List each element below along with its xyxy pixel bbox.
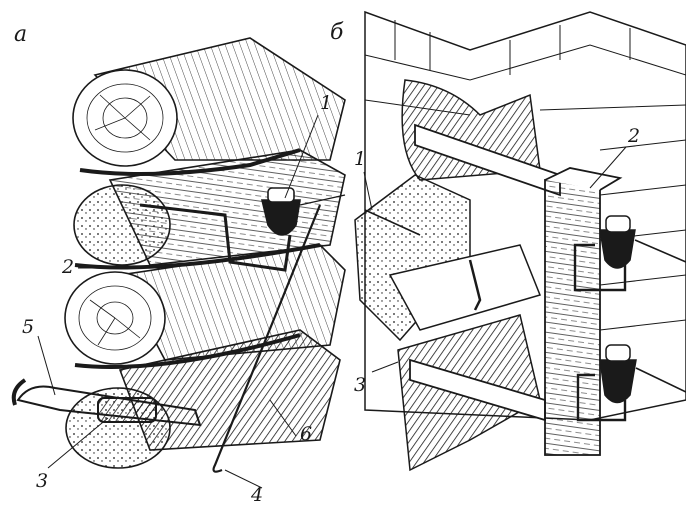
label-a-4: 4 <box>251 484 264 506</box>
insulator-icon <box>576 344 637 422</box>
label-b-1: 1 <box>354 148 367 170</box>
label-a-6: 6 <box>300 423 313 445</box>
hook-bracket <box>139 203 292 272</box>
wire <box>634 239 686 263</box>
label-b-2: 2 <box>628 125 641 147</box>
label-a-2: 2 <box>62 256 75 278</box>
leader-lines <box>37 114 627 489</box>
plate <box>97 397 157 423</box>
panel-a-log-wall <box>11 37 346 473</box>
panel-b-brick-wall <box>354 10 686 472</box>
label-a-3: 3 <box>36 470 49 492</box>
label-b-3: 3 <box>354 374 367 396</box>
label-a-1: 1 <box>320 92 333 114</box>
panel-letter-b: б <box>330 20 344 45</box>
tube-bracket <box>16 385 202 427</box>
insulator-icon <box>573 215 636 292</box>
label-a-5: 5 <box>22 316 35 338</box>
wire <box>635 367 686 393</box>
log-end-second <box>73 184 171 266</box>
drop-wire <box>212 204 322 473</box>
wire <box>299 194 346 206</box>
panel-letter-a: а <box>14 22 28 47</box>
